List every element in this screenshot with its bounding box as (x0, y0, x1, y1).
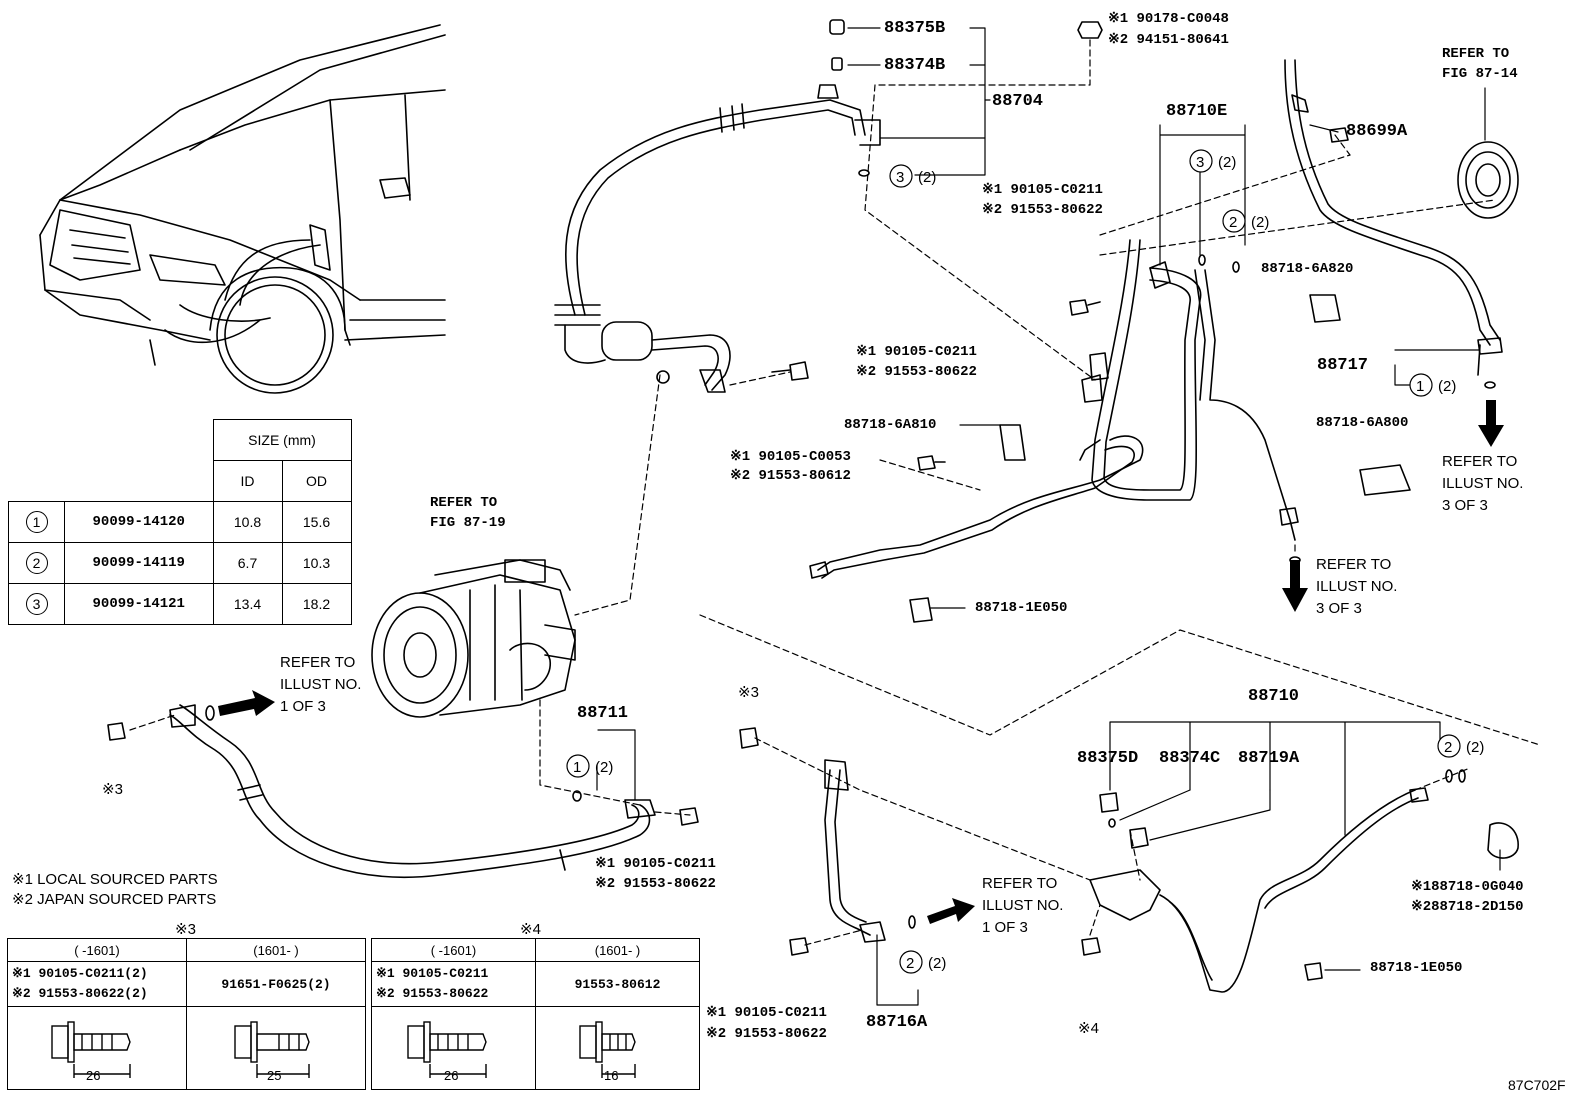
oring-num-2-b: 2 (1444, 739, 1453, 756)
bolt-table-4: ( -1601)(1601- ) ※1 90105-C0211※2 91553-… (371, 938, 700, 1090)
oring-ref-2-a (1222, 209, 1246, 233)
nut-callout-1[interactable]: ※1 90178-C0048 (1108, 11, 1229, 27)
bolt-c-callout-2[interactable]: ※2 91553-80612 (730, 468, 851, 484)
bolt-4-new-drawing: 16 (535, 1006, 700, 1090)
oring-qty-2-c: (2) (928, 955, 947, 972)
size-header: SIZE (mm) (212, 419, 352, 461)
ref-illust-3-center[interactable]: REFER TO ILLUST NO. 3 OF 3 (1316, 556, 1398, 617)
part-88704[interactable]: 88704 (992, 92, 1044, 111)
bolt-a-callout-1[interactable]: ※1 90105-C0211 (982, 182, 1103, 198)
diagram-code: 87C702F (1508, 1077, 1566, 1093)
bolt-table-4-title: ※4 (520, 921, 541, 938)
ref-illust-1-left[interactable]: REFER TO ILLUST NO. 1 OF 3 (280, 654, 362, 715)
vehicle-sketch (39, 24, 446, 394)
oring-ref-3-b (1189, 149, 1213, 173)
oring-num-3-b: 3 (1196, 154, 1205, 171)
ref-illust-1-lower[interactable]: REFER TO ILLUST NO. 1 OF 3 (982, 875, 1064, 936)
size-row-1: 1 90099-14120 10.8 15.6 (8, 501, 352, 543)
oring-num-2-c: 2 (906, 955, 915, 972)
clamp-callout-1[interactable]: ※188718-0G040 (1411, 879, 1524, 895)
arrows (218, 400, 1504, 924)
part-88718-6A800[interactable]: 88718-6A800 (1316, 415, 1409, 431)
bolt-a-callout-2[interactable]: ※2 91553-80622 (982, 202, 1103, 218)
ref-fig-87-14[interactable]: REFER TO FIG 87-14 (1442, 46, 1518, 83)
bolt-3-new-drawing: 25 (186, 1006, 366, 1090)
bolt-table-3: ( -1601)(1601- ) ※1 90105-C0211(2)※2 915… (7, 938, 366, 1090)
oring-ref-1-b (566, 754, 590, 778)
bolt-3-old-drawing: 26 (7, 1006, 187, 1090)
part-88375B[interactable]: 88375B (884, 19, 946, 38)
liquid-pipes (809, 59, 1519, 993)
part-88718-6A820[interactable]: 88718-6A820 (1261, 261, 1354, 277)
part-88718-1E050-a[interactable]: 88718-1E050 (975, 600, 1068, 616)
fasteners (107, 19, 1519, 981)
bolt-b-callout-2[interactable]: ※2 91553-80622 (856, 364, 977, 380)
oring-qty-1-b: (2) (595, 759, 614, 776)
oring-qty-2-b: (2) (1466, 739, 1485, 756)
size-row-2: 2 90099-14119 6.7 10.3 (8, 542, 352, 584)
note-local-sourced: ※1 LOCAL SOURCED PARTS (12, 871, 218, 888)
nut-callout-2[interactable]: ※2 94151-80641 (1108, 32, 1229, 48)
oring-ref-1-a (1409, 373, 1433, 397)
discharge-hose (554, 84, 881, 393)
part-88710[interactable]: 88710 (1248, 687, 1300, 706)
ref-illust-3-right[interactable]: REFER TO ILLUST NO. 3 OF 3 (1442, 453, 1524, 514)
part-88375D[interactable]: 88375D (1077, 749, 1139, 768)
marker-3-mid: ※3 (738, 684, 759, 701)
oring-num-1-a: 1 (1416, 378, 1425, 395)
part-88718-6A810[interactable]: 88718-6A810 (844, 417, 937, 433)
oring-qty-1-a: (2) (1438, 378, 1457, 395)
suction-hose (169, 704, 656, 878)
leader-lines (596, 27, 1501, 1006)
part-88716A[interactable]: 88716A (866, 1013, 928, 1032)
clamp-callout-2[interactable]: ※288718-2D150 (1411, 899, 1524, 915)
part-88374C[interactable]: 88374C (1159, 749, 1221, 768)
oring-qty-2-a: (2) (1251, 214, 1270, 231)
bolt-e-callout-1[interactable]: ※1 90105-C0211 (706, 1005, 827, 1021)
oring-ref-2-b (1437, 734, 1461, 758)
note-japan-sourced: ※2 JAPAN SOURCED PARTS (12, 891, 217, 908)
id-header: ID (212, 460, 283, 502)
part-88710E[interactable]: 88710E (1166, 102, 1228, 121)
part-88719A[interactable]: 88719A (1238, 749, 1300, 768)
bolt-c-callout-1[interactable]: ※1 90105-C0053 (730, 449, 851, 465)
oring-num-3-a: 3 (896, 169, 905, 186)
oring-ref-2-c (899, 950, 923, 974)
od-header: OD (281, 460, 352, 502)
bolt-table-3-title: ※3 (175, 921, 196, 938)
part-88717[interactable]: 88717 (1317, 356, 1369, 375)
oring-size-table: SIZE (mm) ID OD 1 90099-14120 10.8 15.6 … (8, 419, 352, 625)
part-88718-1E050-b[interactable]: 88718-1E050 (1370, 960, 1463, 976)
ref-fig-87-19[interactable]: REFER TO FIG 87-19 (430, 495, 506, 532)
bolt-b-callout-1[interactable]: ※1 90105-C0211 (856, 344, 977, 360)
part-88699A[interactable]: 88699A (1346, 122, 1408, 141)
size-row-3: 3 90099-14121 13.4 18.2 (8, 583, 352, 625)
bolt-d-callout-1[interactable]: ※1 90105-C0211 (595, 856, 716, 872)
part-88374B[interactable]: 88374B (884, 56, 946, 75)
part-88711[interactable]: 88711 (577, 704, 629, 723)
bolt-d-callout-2[interactable]: ※2 91553-80622 (595, 876, 716, 892)
dashed-lines (129, 39, 1541, 946)
marker-4: ※4 (1078, 1020, 1099, 1037)
bolt-4-old-drawing: 26 (371, 1006, 536, 1090)
oring-ref-3-a (889, 164, 913, 188)
oring-num-1-b: 1 (573, 759, 582, 776)
bolt-e-callout-2[interactable]: ※2 91553-80622 (706, 1026, 827, 1042)
oring-qty-3-b: (2) (1218, 154, 1237, 171)
oring-qty-3-a: (2) (918, 169, 937, 186)
oring-num-2-a: 2 (1229, 214, 1238, 231)
marker-3-left: ※3 (102, 781, 123, 798)
compressor (371, 559, 576, 718)
